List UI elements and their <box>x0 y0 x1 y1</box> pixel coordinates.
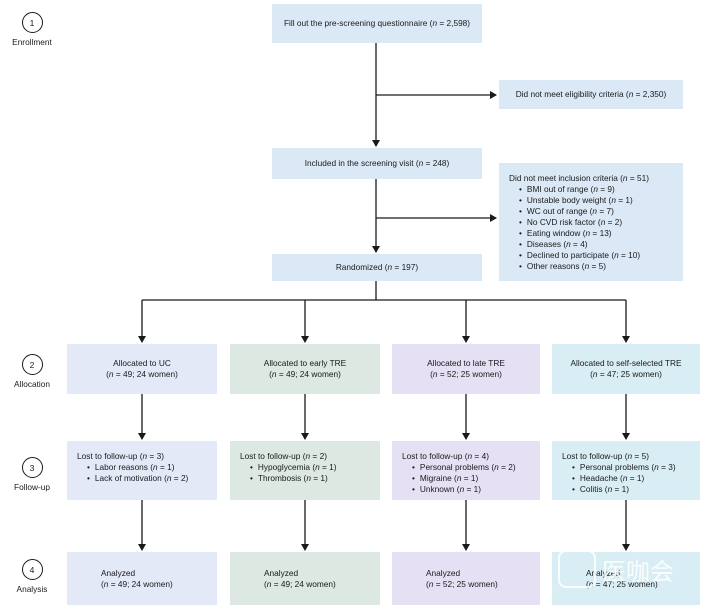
analysis-uc-box: Analyzed (n = 49; 24 women) <box>67 552 217 605</box>
prescreen-box: Fill out the pre-screening questionnaire… <box>272 4 482 43</box>
analysis-late-tre-box: Analyzed (n = 52; 25 women) <box>392 552 540 605</box>
allocation-late-tre-box: Allocated to late TRE (n = 52; 25 women) <box>392 344 540 394</box>
list-item: No CVD risk factor (n = 2) <box>519 217 683 228</box>
list-item: Headache (n = 1) <box>572 473 700 484</box>
stage-label: Follow-up <box>14 482 50 492</box>
list-item: Lack of motivation (n = 2) <box>87 473 217 484</box>
watermark-logo: 医咖会 <box>558 548 688 590</box>
list-item: Other reasons (n = 5) <box>519 261 683 272</box>
list-item: Hypoglycemia (n = 1) <box>250 462 380 473</box>
list-item: Eating window (n = 13) <box>519 228 683 239</box>
stage-number: 1 <box>21 12 43 33</box>
screening-box: Included in the screening visit (n = 248… <box>272 148 482 179</box>
list-item: Labor reasons (n = 1) <box>87 462 217 473</box>
stage-enrollment: 1 Enrollment <box>2 12 62 47</box>
watermark-text: 医咖会 <box>602 558 674 586</box>
stage-number: 3 <box>21 457 43 478</box>
list-item: BMI out of range (n = 9) <box>519 184 683 195</box>
list-item: Personal problems (n = 3) <box>572 462 700 473</box>
eligibility-exclusion-box: Did not meet eligibility criteria (n = 2… <box>499 80 683 109</box>
list-item: WC out of range (n = 7) <box>519 206 683 217</box>
stage-label: Allocation <box>14 379 50 389</box>
allocation-early-tre-box: Allocated to early TRE (n = 49; 24 women… <box>230 344 380 394</box>
exclusion-title: Did not meet inclusion criteria (n = 51) <box>509 173 649 183</box>
followup-self-selected-tre-box: Lost to follow-up (n = 5) Personal probl… <box>552 441 700 500</box>
analysis-early-tre-box: Analyzed (n = 49; 24 women) <box>230 552 380 605</box>
allocation-uc-box: Allocated to UC (n = 49; 24 women) <box>67 344 217 394</box>
list-item: Colitis (n = 1) <box>572 484 700 495</box>
list-item: Thrombosis (n = 1) <box>250 473 380 484</box>
list-item: Unknown (n = 1) <box>412 484 540 495</box>
followup-uc-box: Lost to follow-up (n = 3) Labor reasons … <box>67 441 217 500</box>
stage-label: Analysis <box>16 584 48 594</box>
list-item: Declined to participate (n = 10) <box>519 250 683 261</box>
exclusion-reasons-list: BMI out of range (n = 9) Unstable body w… <box>509 184 683 272</box>
inclusion-exclusion-box: Did not meet inclusion criteria (n = 51)… <box>499 163 683 281</box>
stage-label: Enrollment <box>12 37 52 47</box>
allocation-self-selected-tre-box: Allocated to self-selected TRE (n = 47; … <box>552 344 700 394</box>
watermark-icon <box>558 550 596 588</box>
stage-number: 4 <box>21 559 43 580</box>
stage-allocation: 2 Allocation <box>2 354 62 389</box>
list-item: Migraine (n = 1) <box>412 473 540 484</box>
stage-number: 2 <box>21 354 43 375</box>
followup-early-tre-box: Lost to follow-up (n = 2) Hypoglycemia (… <box>230 441 380 500</box>
list-item: Personal problems (n = 2) <box>412 462 540 473</box>
stage-follow-up: 3 Follow-up <box>2 457 62 492</box>
list-item: Unstable body weight (n = 1) <box>519 195 683 206</box>
followup-late-tre-box: Lost to follow-up (n = 4) Personal probl… <box>392 441 540 500</box>
randomized-box: Randomized (n = 197) <box>272 254 482 281</box>
list-item: Diseases (n = 4) <box>519 239 683 250</box>
stage-analysis: 4 Analysis <box>2 559 62 594</box>
